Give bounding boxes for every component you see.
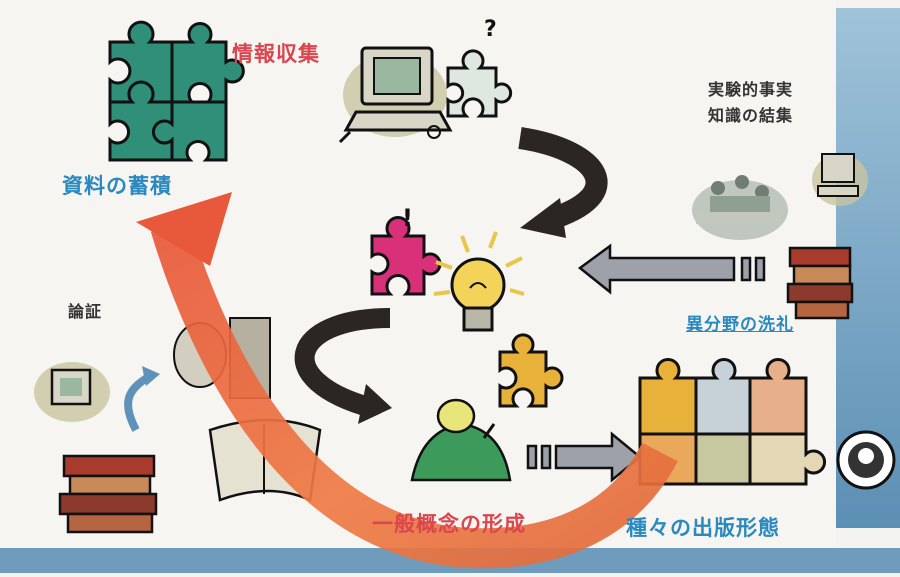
label-proof: 論証 <box>68 302 103 321</box>
green-puzzle-cluster-icon <box>108 20 245 162</box>
label-general-concept: 一般概念の形成 <box>372 512 526 536</box>
computer-left-icon <box>34 362 110 422</box>
lightbulb-icon <box>433 231 525 332</box>
thinking-person-icon <box>410 398 512 482</box>
label-publication-forms: 種々の出版形態 <box>626 516 780 540</box>
computer-small-icon <box>812 153 868 206</box>
puzzle-piece-yellow-icon <box>498 333 564 408</box>
label-other-fields: 異分野の洗礼 <box>686 315 794 335</box>
book-stack-right-icon <box>786 246 854 320</box>
blue-arrow-head <box>142 366 160 386</box>
label-information-gathering: 情報収集 <box>232 42 320 66</box>
book-stack-left-icon <box>58 454 158 534</box>
dark-arrow-head-top <box>520 198 566 238</box>
puzzle-piece-question-icon: ? <box>446 17 513 118</box>
label-accumulation: 資料の蓄積 <box>62 174 172 198</box>
puzzle-cluster-colorful-icon <box>638 358 826 486</box>
dark-arrow-head-bottom <box>358 384 392 424</box>
logo-seal-icon <box>836 430 896 490</box>
orange-arrow-head <box>136 192 232 266</box>
dark-curved-arrow-bottom <box>294 308 391 418</box>
puzzle-piece-pink-icon: ! <box>370 204 442 296</box>
dark-curved-arrow-top <box>518 127 608 231</box>
label-facts-line1: 実験的事実 <box>708 80 794 99</box>
exclamation-mark: ! <box>402 204 413 232</box>
orange-cycle-arrow <box>150 220 678 569</box>
label-facts-line2: 知識の結集 <box>708 106 794 125</box>
computer-icon <box>338 46 453 144</box>
people-meeting-icon <box>692 175 788 240</box>
question-mark: ? <box>484 17 497 42</box>
gray-arrow-left <box>577 243 766 295</box>
